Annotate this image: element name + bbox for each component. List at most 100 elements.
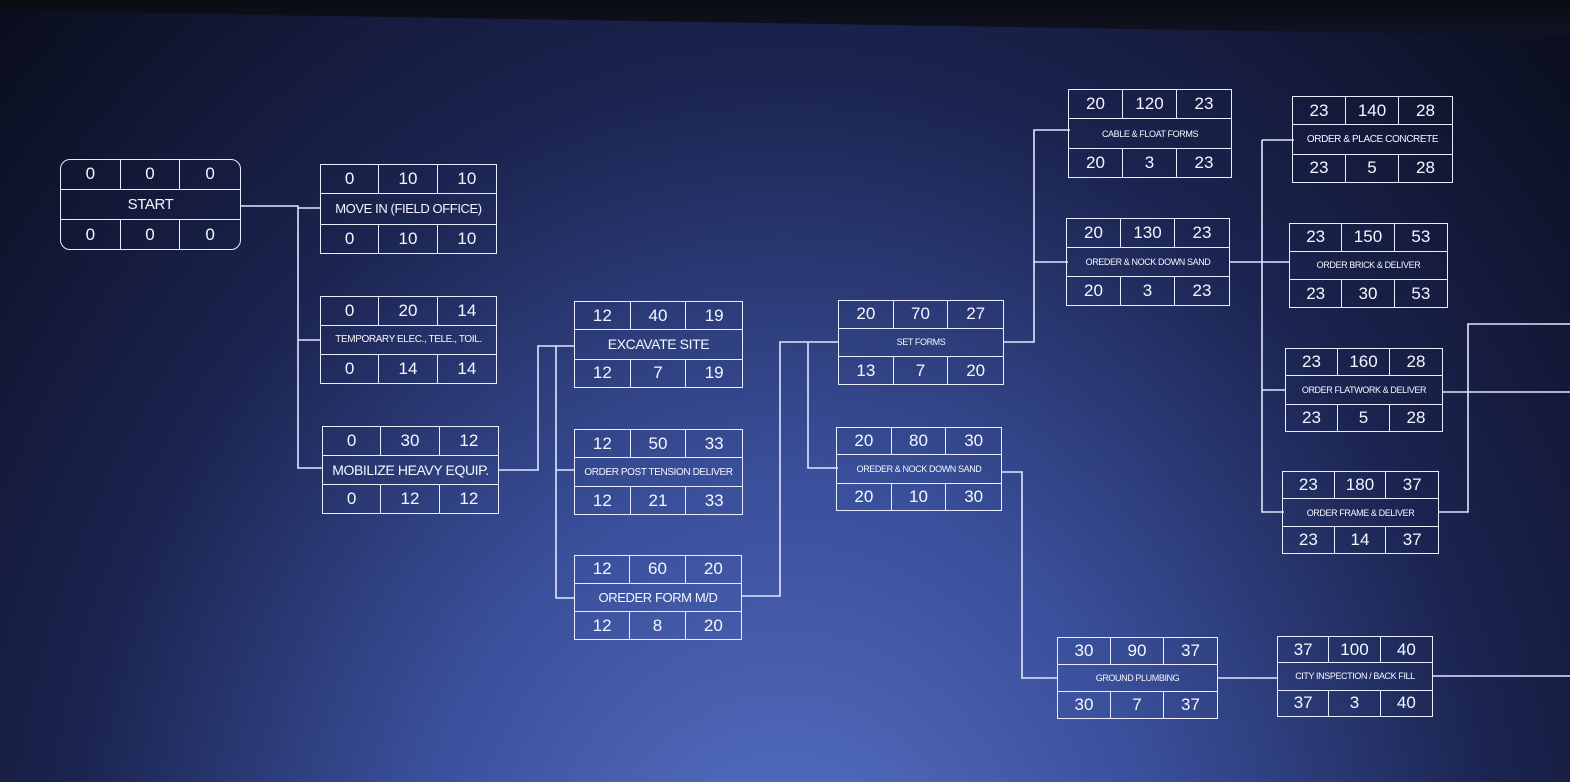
activity-name: ORDER POST TENSION DELIVER [584,466,733,478]
late-finish: 28 [1416,158,1435,178]
early-finish: 27 [966,304,986,324]
activity-id: 50 [631,430,687,457]
activity-name: CITY INSPECTION / BACK FILL [1295,671,1415,682]
late-finish: 40 [1396,693,1416,713]
early-finish: 53 [1411,227,1431,247]
activity-id: 20 [379,297,438,325]
activity-name: MOVE IN (FIELD OFFICE) [335,201,482,217]
duration: 21 [631,487,687,514]
early-start: 0 [323,427,382,455]
activity-name: OREDER FORM M/D [598,589,718,605]
duration: 10 [892,483,947,510]
late-start: 0 [321,224,380,253]
duration: 7 [631,359,687,387]
early-finish: 10 [457,169,477,189]
link-frame-out [1438,323,1570,513]
early-finish: 37 [1181,640,1200,660]
activity-id: 180 [1335,472,1387,498]
activity-id: 140 [1346,97,1399,125]
late-start: 12 [575,487,631,514]
activity-name: GROUND PLUMBING [1095,672,1180,683]
late-finish: 0 [205,224,215,244]
activity-name: EXCAVATE SITE [607,336,710,353]
late-start: 0 [321,355,380,383]
duration: 14 [1335,527,1387,553]
link-col3-trunk [807,342,838,469]
activity-name: ORDER BRICK & DELIVER [1316,260,1421,271]
late-finish: 19 [704,363,724,383]
early-start: 0 [61,160,121,189]
activity-id: 40 [631,302,687,330]
late-finish: 23 [1194,153,1214,172]
late-start: 12 [575,359,631,387]
activity-name: MOBILIZE HEAVY EQUIP. [332,461,489,478]
early-finish: 33 [704,433,724,453]
late-start: 20 [837,483,892,510]
late-finish: 20 [966,360,986,380]
late-start: 23 [1283,527,1335,553]
activity-name: TEMPORARY ELEC., TELE., TOIL. [335,334,482,346]
early-finish: 12 [459,430,479,450]
late-finish: 23 [1192,281,1212,301]
early-finish: 40 [1396,639,1416,659]
late-start: 37 [1278,690,1330,716]
duration: 10 [379,224,438,253]
early-finish: 23 [1194,94,1214,113]
activity-name: OREDER & NOCK DOWN SAND [1085,256,1211,267]
early-start: 23 [1286,349,1338,376]
late-start: 0 [323,485,382,513]
early-start: 0 [321,165,380,194]
early-start: 30 [1058,638,1111,664]
activity-id: 10 [379,165,438,194]
link-setforms-out [1004,129,1070,343]
activity-id: 70 [894,301,949,328]
activity-id: 160 [1338,349,1390,376]
late-finish: 53 [1411,283,1431,303]
early-finish: 23 [1192,222,1212,242]
late-finish: 37 [1181,695,1200,715]
duration: 12 [381,485,440,513]
activity-id: 0 [121,160,181,189]
early-start: 23 [1293,97,1346,125]
early-finish: 20 [703,559,723,579]
activity-name: ORDER & PLACE CONCRETE [1306,133,1439,145]
late-finish: 12 [459,489,479,509]
late-start: 12 [575,612,631,639]
activity-id: 80 [892,428,947,455]
activity-name: CABLE & FLOAT FORMS [1101,128,1199,139]
activity-name: START [127,195,174,213]
early-start: 20 [1067,219,1121,247]
early-finish: 14 [457,300,477,320]
early-start: 12 [575,556,631,583]
late-finish: 33 [704,490,724,510]
early-finish: 28 [1406,352,1426,372]
activity-name: ORDER FRAME & DELIVER [1306,507,1415,518]
late-start: 23 [1290,280,1343,307]
late-finish: 20 [703,615,723,635]
late-start: 20 [1069,149,1123,177]
early-finish: 0 [205,164,215,184]
duration: 30 [1342,280,1395,307]
late-start: 23 [1286,404,1338,431]
activity-name: ORDER FLATWORK & DELIVER [1301,384,1427,395]
activity-name: OREDER & NOCK DOWN SAND [856,463,982,474]
late-start: 20 [1067,277,1121,305]
